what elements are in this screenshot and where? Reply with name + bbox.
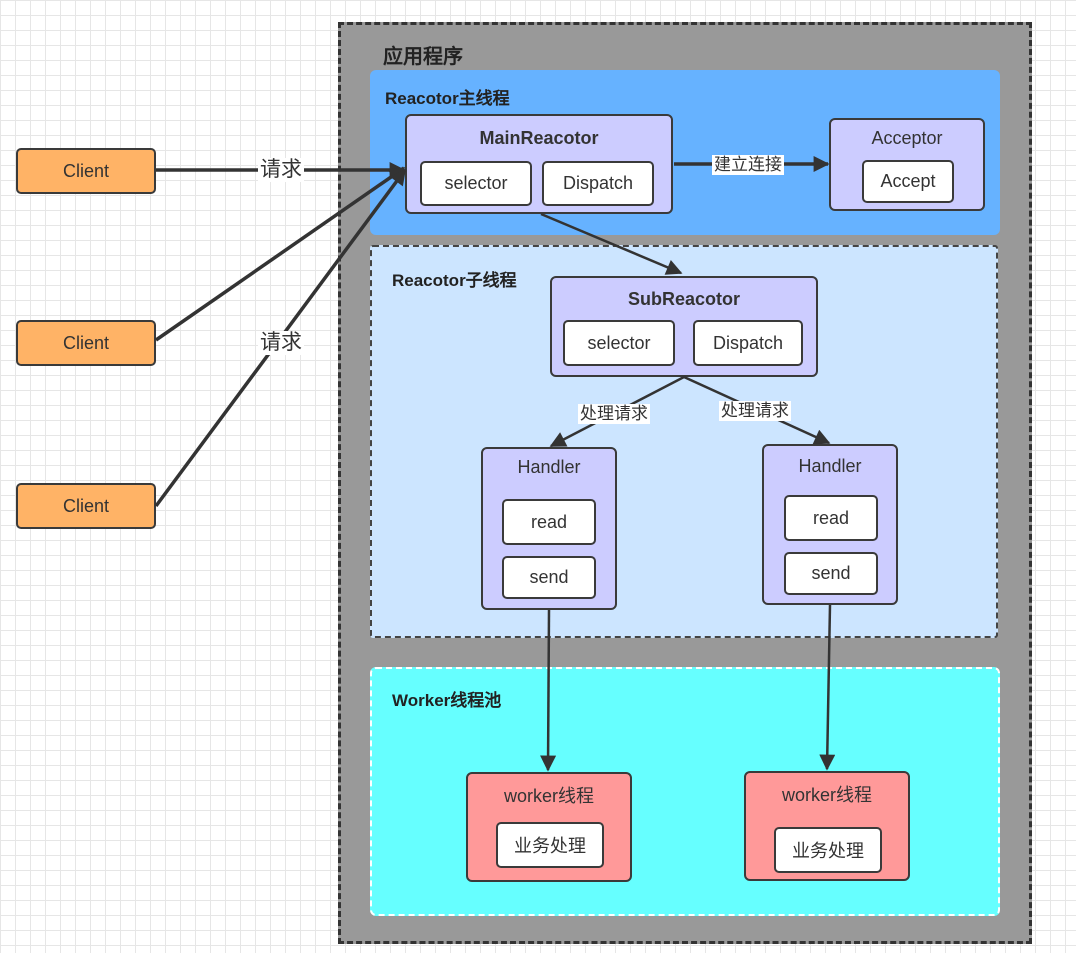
- handle-request-label: 处理请求: [719, 401, 791, 421]
- accept-box: Accept: [862, 160, 954, 203]
- handler-title: Handler: [517, 457, 581, 477]
- sub-selector-box: selector: [563, 320, 675, 366]
- acceptor-box: Acceptor Accept: [829, 118, 985, 211]
- main-reactor-box: MainReacotor selector Dispatch: [405, 114, 673, 214]
- send-box: send: [502, 556, 596, 599]
- read-box: read: [502, 499, 596, 545]
- business-logic-box: 业务处理: [496, 822, 604, 868]
- worker-thread-box: worker线程 业务处理: [744, 771, 910, 881]
- sub-reactor-box: SubReacotor selector Dispatch: [550, 276, 818, 377]
- sub-dispatch-box: Dispatch: [693, 320, 803, 366]
- acceptor-title: Acceptor: [871, 128, 943, 148]
- handler-title: Handler: [798, 456, 862, 476]
- main-to-sub-reactor-arrow: [540, 212, 683, 275]
- send-box: send: [784, 552, 878, 595]
- request-label: 请求: [258, 158, 304, 183]
- worker-thread-title: worker线程: [781, 785, 872, 805]
- client-node: Client: [16, 483, 156, 529]
- main-selector-box: selector: [420, 161, 532, 206]
- worker-thread-title: worker线程: [503, 786, 594, 806]
- business-logic-box: 业务处理: [774, 827, 882, 873]
- worker-thread-box: worker线程 业务处理: [466, 772, 632, 882]
- main-dispatch-box: Dispatch: [542, 161, 654, 206]
- handler-box: Handler read send: [762, 444, 898, 605]
- client-2-request-arrow: [155, 166, 406, 342]
- establish-connection-label: 建立连接: [712, 155, 784, 175]
- sub-thread-title: Reacotor子线程: [392, 271, 517, 290]
- worker-pool-title: Worker线程池: [392, 691, 502, 710]
- request-label: 请求: [258, 331, 304, 356]
- read-box: read: [784, 495, 878, 541]
- main-reactor-title: MainReacotor: [479, 128, 599, 148]
- sub-reactor-title: SubReacotor: [627, 289, 741, 309]
- main-thread-title: Reacotor主线程: [385, 89, 510, 108]
- handler-2-to-worker-2-arrow: [819, 604, 836, 771]
- client-node: Client: [16, 148, 156, 194]
- client-node: Client: [16, 320, 156, 366]
- handle-request-label: 处理请求: [578, 404, 650, 424]
- application-title: 应用程序: [383, 46, 463, 68]
- handler-1-to-worker-1-arrow: [540, 609, 557, 772]
- handler-box: Handler read send: [481, 447, 617, 610]
